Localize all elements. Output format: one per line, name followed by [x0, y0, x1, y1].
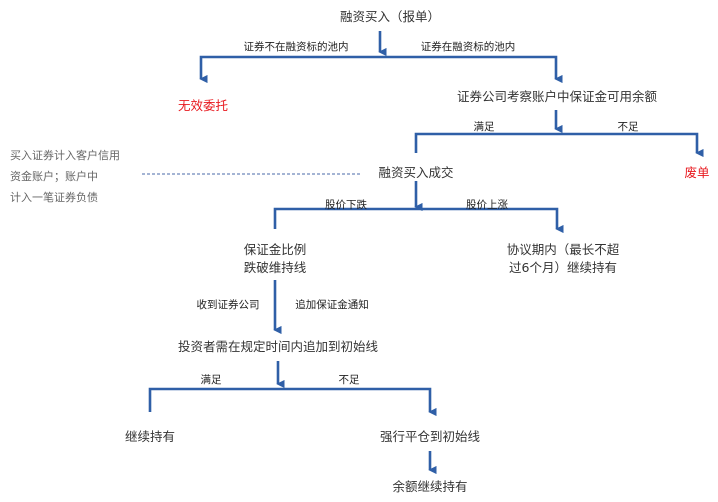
node-holding-line2: 过6个月）继续持有: [509, 260, 617, 275]
node-forced-liquidation: 强行平仓到初始线: [379, 429, 481, 444]
edge-label-price-up: 股价上涨: [466, 199, 508, 211]
edge-label-margin-notice: 追加保证金通知: [295, 299, 369, 311]
edge-buy-split: [199, 55, 563, 84]
node-financing-buy-order: 融资买入（报单）: [339, 9, 441, 24]
edge-check-split: [414, 132, 704, 158]
side-note: 买入证券计入客户信用 资金账户；账户中 计入一笔证券负债: [10, 145, 120, 208]
edge-label-enough-2: 满足: [200, 374, 222, 386]
edge-label-short-1: 不足: [617, 121, 639, 133]
node-check-margin-balance: 证券公司考察账户中保证金可用余额: [456, 89, 658, 104]
node-margin-ratio-below: 保证金比例 跌破维持线: [244, 241, 307, 277]
node-remainder-holding: 余额继续持有: [392, 479, 468, 494]
side-note-line2: 资金账户；账户中: [10, 170, 98, 183]
node-margin-ratio-line1: 保证金比例: [243, 242, 307, 257]
node-margin-ratio-line2: 跌破维持线: [243, 260, 307, 275]
edge-topup-split: [148, 387, 437, 417]
node-continue-holding-period: 协议期内（最长不超 过6个月）继续持有: [507, 241, 620, 277]
node-financing-buy-filled: 融资买入成交: [378, 165, 454, 180]
side-note-line3: 计入一笔证券负债: [10, 191, 98, 204]
node-holding-line1: 协议期内（最长不超: [506, 242, 620, 257]
node-continue-holding: 继续持有: [124, 429, 176, 444]
edge-label-price-down: 股价下跌: [325, 199, 367, 211]
edge-label-received: 收到证券公司: [196, 299, 260, 311]
edge-label-short-2: 不足: [338, 374, 360, 386]
edges-layer: [142, 31, 704, 475]
edge-label-enough-1: 满足: [473, 121, 495, 133]
edge-label-not-in-pool: 证券不在融资标的池内: [243, 41, 349, 53]
node-investor-top-up: 投资者需在规定时间内追加到初始线: [177, 339, 379, 354]
edge-filled-split: [273, 207, 564, 234]
node-void-order: 废单: [684, 165, 710, 180]
side-note-line1: 买入证券计入客户信用: [10, 149, 120, 162]
edge-label-in-pool: 证券在融资标的池内: [420, 41, 516, 53]
node-invalid-order: 无效委托: [177, 98, 229, 113]
